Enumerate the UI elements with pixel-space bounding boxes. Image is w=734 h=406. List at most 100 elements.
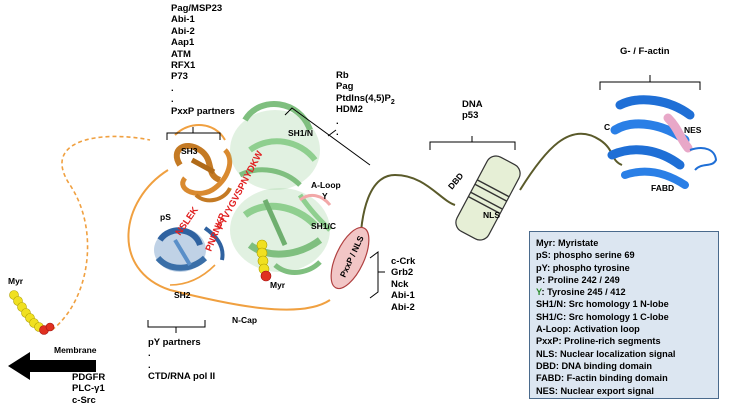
legend-key: PxxP [536,336,559,347]
bracket-dna [429,136,516,150]
sh1n-partner: Pag [336,81,354,93]
myr-pocket-label: Myr [270,280,286,290]
sh1n-partner: HDM2 [336,104,363,116]
sh2-domain [154,226,225,272]
dna-partners-list: DNA p53 [462,99,483,122]
py-partners-list: pY partners . . CTD/RNA pol II [148,337,215,383]
sh1n-partners-list: Rb Pag PtdIns(4,5)P2 HDM2 . . [336,70,395,138]
legend-text: DNA binding domain [561,360,653,371]
bracket-py [147,320,206,333]
sh3-partner: ATM [171,48,191,60]
sh3-domain [173,143,233,203]
legend-text: F-actin binding domain [566,373,668,384]
legend-text: Proline 242 / 249 [547,274,620,285]
bracket-actin [599,75,701,90]
bracket-pxxp [369,251,385,299]
legend-row: NES: Nuclear export signal [536,385,654,396]
legend-key: SH1/N [536,299,564,310]
pxxp-partners-list: c-Crk Grb2 Nck Abi-1 Abi-2 [391,256,415,313]
pxxp-partner: c-Crk [391,256,416,267]
sh3-partner: . [171,94,174,106]
myr-free-label: Myr [8,276,24,286]
legend-key: Y [536,287,542,298]
sh1n-partner-subscript: 2 [390,98,395,106]
kinase-domain [230,101,332,275]
py-partner: . [148,359,151,371]
legend-key: SH1/C [536,311,564,322]
legend-text: Myristate [557,238,599,248]
factin-binding-domain [607,95,718,189]
sh1n-partner: Rb [336,70,349,81]
legend-row: Y: Tyrosine 245 / 412 [536,287,626,298]
bracket-sh1n [284,107,371,166]
sh2-label: SH2 [174,290,191,300]
legend-row: SH1/N: Src homology 1 N-lobe [536,299,669,310]
sh1c-label: SH1/C [311,221,337,231]
olive-linker-1 [359,173,456,256]
legend-key: FABD [536,373,562,384]
legend-row: A-Loop: Activation loop [536,324,640,335]
pxxp-partner: Grb2 [391,267,414,279]
legend-key: P [536,274,543,285]
sh1n-partner-text: PtdIns(4,5)P [336,92,391,104]
dna-binding-domain [455,155,521,241]
legend-row: pS: phospho serine 69 [536,250,635,261]
legend-box: Myr: Myristate pS: phospho serine 69 pY:… [529,231,719,399]
legend-row: SH1/C: Src homology 1 C-lobe [536,311,669,322]
pxxp-nls-ellipse [330,226,370,290]
membrane-partner: c-Src [72,394,96,406]
sh3-partner: . [171,82,174,94]
membrane-arrow [8,352,96,380]
sh3-partners-list: Pag/MSP23 Abi-1 Abi-2 Aap1 ATM RFX1 P73 … [171,3,235,117]
legend-text: Activation loop [573,324,640,335]
legend-text: Nuclear localization signal [560,348,676,359]
sh3-partner: PxxP partners [171,105,235,117]
myristate-free [9,290,55,335]
legend-key: NES [536,385,555,396]
legend-row: NLS: Nuclear localization signal [536,348,676,359]
dna-partner: p53 [462,110,479,122]
sh3-partner: Abi-2 [171,25,195,37]
ps-label: pS [160,212,171,222]
pxxp-partner: Nck [391,278,409,290]
bracket-sh3-partners [166,127,221,140]
fabd-label: FABD [651,183,675,193]
membrane-partners-list: PDGFR PLC-γ1 c-Src [72,372,105,406]
nls-label: NLS [483,210,500,220]
legend-row: Myr: Myristate [536,238,599,248]
actin-title: G- / F-actin [620,46,670,57]
dna-partner: DNA [462,99,483,110]
legend-key: A-Loop [536,324,569,335]
nes-label: NES [684,125,702,135]
orange-linker-top [174,123,226,141]
legend-text: Src homology 1 N-lobe [568,299,669,310]
sh3-partner: Abi-1 [171,14,195,26]
orange-linker-inner [169,264,216,286]
aloop-y-label: Y [322,191,328,201]
legend-text: Tyrosine 245 / 412 [547,287,626,298]
legend-row: PxxP: Proline-rich segments [536,336,661,347]
sh1n-partner: . [336,126,339,138]
legend-row: DBD: DNA binding domain [536,360,653,371]
sh3-partner: Aap1 [171,37,195,49]
legend-text: phospho serine 69 [553,250,635,261]
py-partner: CTD/RNA pol II [148,371,216,383]
sh3-partner: Pag/MSP23 [171,3,223,14]
sh3-partner: P73 [171,71,188,83]
c-terminus-label: C [604,122,611,132]
sh1n-partner: . [336,115,339,127]
orange-linker-left [127,169,331,311]
legend-key: DBD [536,360,556,371]
activation-loop [299,193,332,206]
membrane-partner: PLC-γ1 [72,383,105,395]
myristate-in-pocket [256,239,272,282]
legend-key: NLS [536,348,555,359]
aloop-label: A-Loop [311,180,341,190]
legend-text: Src homology 1 C-lobe [568,311,669,322]
sh3-partner: RFX1 [171,59,196,71]
pxxp-partner: Abi-2 [391,301,415,313]
legend-row: FABD: F-actin binding domain [536,373,668,384]
legend-key: pY [536,262,548,273]
